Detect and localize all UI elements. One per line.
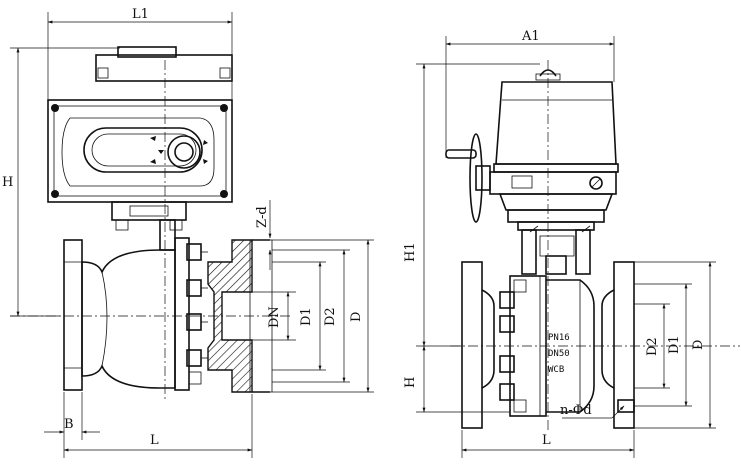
label-D1-right: D1 [667,335,682,354]
left-valve-body [63,219,273,393]
label-A1: A1 [521,29,540,44]
label-L-left: L [150,433,159,448]
dim-H1: H1 [403,63,540,347]
dim-L1: L1 [47,7,233,100]
body-marking-pn: PN16 [548,333,570,343]
right-actuator [445,69,619,275]
label-D-right: D [691,340,706,350]
label-L1: L1 [132,7,149,22]
dims-left-diameters: DN D1 D2 D [252,239,374,393]
left-view: L1 H Z-d DN D1 D2 [2,7,374,458]
right-view: PN16 DN50 WCB A1 H1 H [403,29,740,458]
label-D2-right: D2 [645,337,660,356]
body-marking-material: WCB [548,365,564,375]
body-marking-dn: DN50 [548,349,570,359]
dim-H-left: H [2,47,120,317]
left-actuator [47,46,233,231]
dim-H-right: H [403,345,510,413]
dim-L-left: L [63,394,253,458]
dim-A1: A1 [445,29,615,158]
label-D2-left: D2 [323,307,338,326]
dim-L-right: L [461,430,635,458]
dim-n-phi-d: n-Φd [560,403,625,419]
label-H-left: H [2,175,13,190]
label-DN: DN [267,306,282,328]
label-H1: H1 [403,242,418,262]
label-Z-d: Z-d [255,206,270,228]
dim-Z-d: Z-d [255,200,272,270]
dims-right-diameters: D2 D1 D [634,261,716,429]
label-n-phi-d: n-Φd [560,403,592,418]
label-B: B [64,417,74,432]
label-L-right: L [542,433,551,448]
label-D1-left: D1 [299,307,314,326]
dim-B: B [44,392,100,440]
left-flange-bolts [186,243,208,385]
label-H-right: H [403,377,418,388]
label-D-left: D [349,312,364,322]
